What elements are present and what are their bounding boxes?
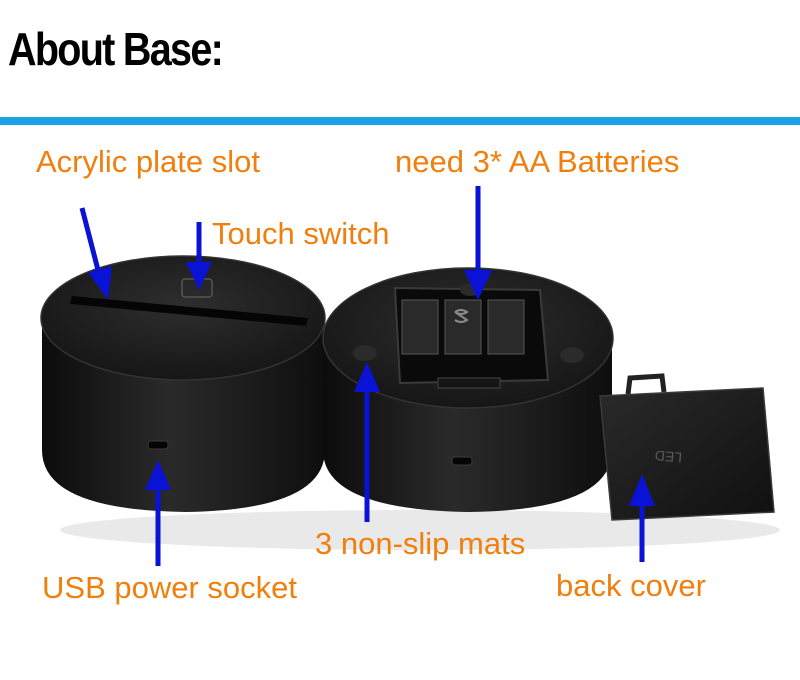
arrows (79, 186, 655, 566)
right-base (322, 267, 614, 512)
label-non-slip-mats: 3 non-slip mats (315, 526, 526, 561)
arrow-batteries (464, 270, 492, 300)
back-cover: LED (599, 373, 775, 521)
usb-socket-left (147, 440, 169, 450)
label-usb-power-socket: USB power socket (42, 570, 297, 605)
label-back-cover: back cover (556, 568, 706, 603)
arrow-acrylic (88, 266, 112, 300)
arrow-usb (145, 460, 171, 490)
left-base (40, 255, 326, 512)
label-acrylic-plate-slot: Acrylic plate slot (36, 144, 260, 179)
cover-mark: LED (654, 448, 683, 466)
label-touch-switch: Touch switch (212, 216, 390, 251)
label-batteries: need 3* AA Batteries (395, 144, 680, 179)
page-title: About Base: (8, 23, 224, 75)
non-slip-mat (353, 345, 377, 361)
arrow-cover (629, 474, 655, 506)
arrow-touch (186, 262, 212, 290)
usb-socket-right (451, 456, 473, 466)
arrow-mats (354, 362, 380, 392)
non-slip-mat (560, 347, 584, 363)
acrylic-slot (70, 296, 308, 326)
floor-shadow (60, 510, 780, 550)
header-rule (0, 117, 800, 125)
